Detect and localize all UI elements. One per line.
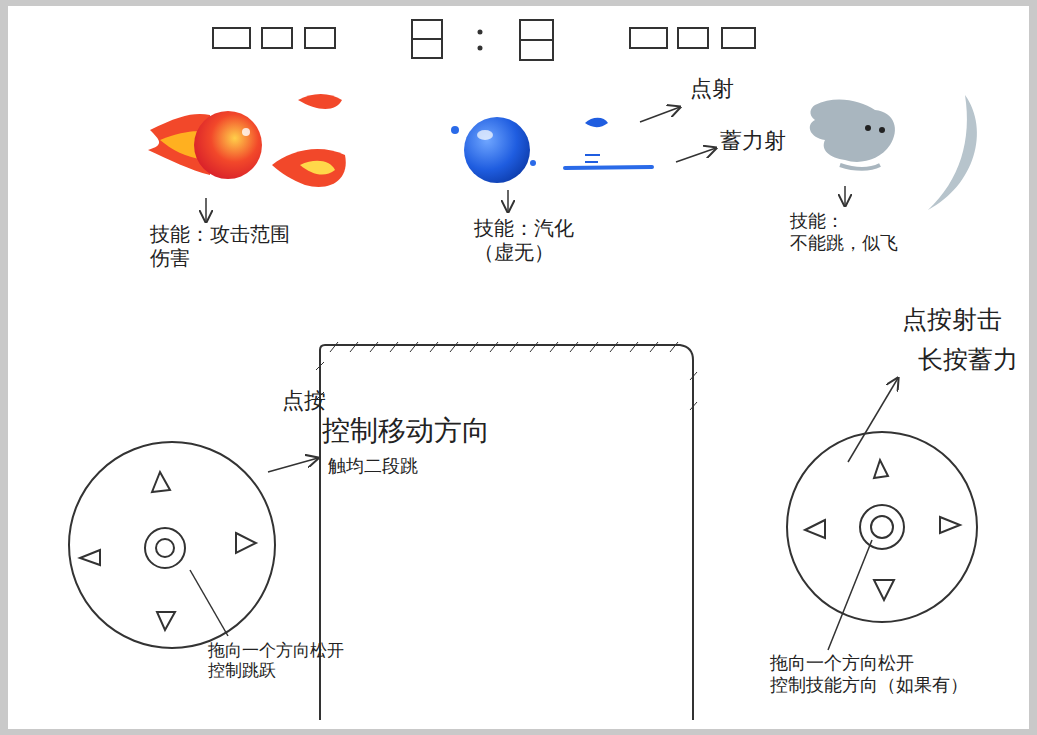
control-note: 点按 [282,388,326,414]
control-note: 点按射击 [902,305,1002,335]
shot-label: 蓄力射 [720,128,786,154]
skill-note: 技能：汽化 （虚无） [474,216,604,264]
left-joystick [69,442,275,648]
shot-label: 点射 [690,76,734,102]
control-note: 触均二段跳 [328,455,418,477]
score-placeholders [213,20,755,60]
wind-spirit-icon [810,95,977,210]
control-note: 控制移动方向 [322,414,490,448]
control-note: 长按蓄力 [918,345,1018,375]
joystick-note: 拖向一个方向松开 控制技能方向（如果有） [770,652,990,695]
fireball-icon [148,94,346,187]
right-joystick [787,432,977,650]
arrows [206,107,898,472]
skill-note: 技能： 不能跳，似飞 [790,210,920,253]
joystick-note: 拖向一个方向松开 控制跳跃 [208,640,353,681]
screen-frame [316,342,697,720]
skill-note: 技能：攻击范围 伤害 [150,222,300,270]
waterball-icon [451,117,652,183]
